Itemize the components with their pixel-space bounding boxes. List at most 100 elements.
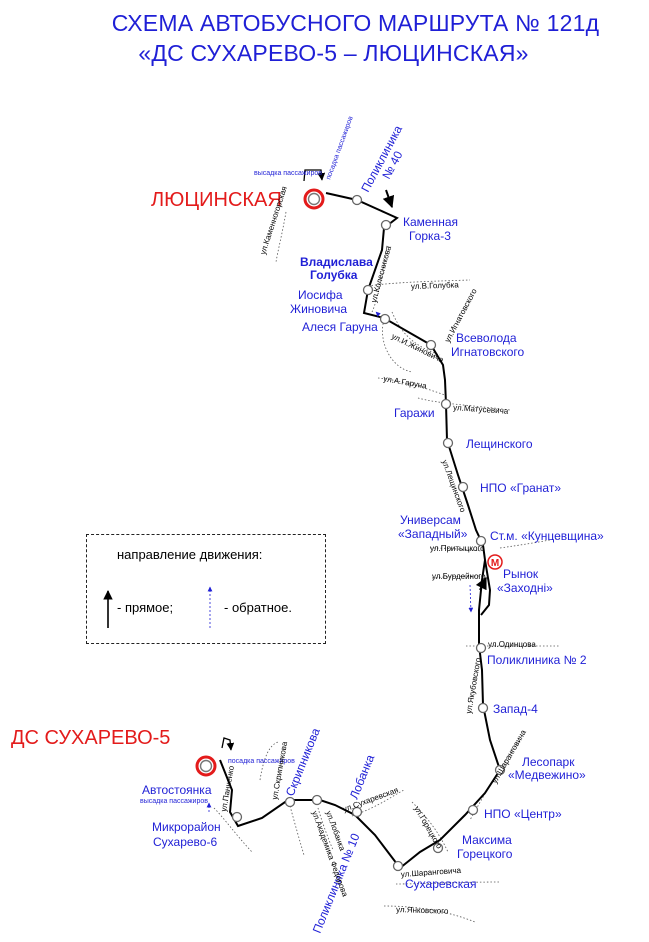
- stop-marker-universam-icon: [475, 535, 487, 547]
- street-line: [317, 807, 334, 851]
- scheme-title: СХЕМА АВТОБУСНОГО МАРШРУТА № 121д: [111, 10, 600, 36]
- south-alight-note: высадка пассажиров: [140, 798, 208, 805]
- route-path: [219, 189, 502, 870]
- street-line: [417, 397, 511, 411]
- stop-label-sukharevskaya: Сухаревская: [405, 877, 476, 891]
- stop-label-universam: Универсам: [400, 513, 461, 527]
- stop-label-ignatovskogo-2: Игнатовского: [451, 345, 524, 359]
- reverse-arrows: [206, 311, 474, 812]
- stop-marker-sukharevskaya-icon: [392, 860, 404, 872]
- street-line: [499, 537, 561, 549]
- street-line: [469, 737, 523, 821]
- stop-marker-zapad4-icon: [477, 702, 489, 714]
- stop-label-npo-centr: НПО «Центр»: [484, 807, 562, 821]
- stop-label-universam-2: «Западный»: [398, 527, 468, 541]
- stop-marker-mikrorayon-icon: [231, 811, 243, 823]
- south-board-note: посадка пассажиров: [228, 758, 295, 765]
- stop-marker-ignatovskogo-icon: [425, 339, 437, 351]
- stop-label-zhinovicha-2: Жиновича: [290, 302, 347, 316]
- street-line: [391, 311, 441, 356]
- stop-marker-skripnikova2-icon: [284, 796, 296, 808]
- legend-forward-label: - прямое;: [117, 600, 174, 615]
- street-line: [213, 807, 253, 853]
- stop-label-maksima: Максима: [462, 833, 512, 847]
- stop-label-lesopark: Лесопарк: [522, 755, 575, 769]
- street-label: ул.Притыцкого: [430, 544, 485, 553]
- stop-marker-garuna-icon: [379, 313, 391, 325]
- stop-label-leshchinskogo: Лещинского: [466, 437, 533, 451]
- turn-arrow: [303, 169, 326, 182]
- street-line: [431, 575, 486, 579]
- street-label: ул.Шаранговича: [401, 866, 462, 879]
- turn-arrow: [221, 737, 235, 751]
- north-alight-note: высадка пассажиров: [254, 170, 322, 177]
- terminus-north-inner-icon: [307, 192, 321, 206]
- stop-label-kamennaya-2: Горка-3: [409, 229, 451, 243]
- stop-marker-golubka-icon: [362, 284, 374, 296]
- stop-marker-lobanka-icon: [351, 806, 363, 818]
- stop-label-garuna: Алеся Гаруна: [302, 320, 378, 334]
- street-line: [367, 279, 471, 287]
- street-line: [289, 805, 305, 856]
- stop-label-avtostoyanka: Автостоянка: [142, 783, 212, 797]
- street-label: ул.В.Голубка: [411, 280, 460, 291]
- street-line: [259, 741, 279, 781]
- stop-label-ignatovskogo: Всеволода: [456, 331, 517, 345]
- street-line: [411, 801, 449, 853]
- scheme-subtitle: «ДС СУХАРЕВО-5 – ЛЮЦИНСКАЯ»: [138, 40, 529, 66]
- street-line: [382, 319, 413, 373]
- street-label: ул.Одинцова: [488, 640, 536, 649]
- stop-label-golubka: Владислава: [300, 255, 373, 269]
- stop-marker-garazhi-icon: [440, 398, 452, 410]
- stop-label-kamennaya: Каменная: [403, 215, 458, 229]
- stop-label-rynok-2: «Заходні»: [497, 581, 553, 595]
- street-label: ул.Бурдейного: [432, 572, 486, 581]
- terminus-south-inner-icon: [199, 759, 213, 773]
- street-line: [395, 881, 501, 885]
- stop-marker-poliklinika40-icon: [351, 194, 363, 206]
- stop-markers: [231, 194, 506, 872]
- street-label: ул.Горецкого: [412, 805, 444, 851]
- terminus-south-label: ДС СУХАРЕВО-5: [11, 727, 170, 749]
- reverse-arrow: [375, 311, 381, 317]
- route-line: [219, 192, 502, 870]
- stop-label-zapad4: Запад-4: [493, 702, 538, 716]
- street-line: [429, 547, 483, 552]
- legend-arrows: [103, 586, 213, 628]
- street-line: [377, 377, 446, 396]
- stop-marker-kamennaya-icon: [380, 219, 392, 231]
- stop-marker-maksima-icon: [432, 842, 444, 854]
- metro-letter: М: [491, 558, 499, 569]
- legend-title: направление движения:: [117, 547, 263, 562]
- stop-label-mikrorayon-2: Сухарево-6: [153, 835, 217, 849]
- reverse-arrow: [468, 584, 474, 613]
- stop-marker-skripnikova-icon: [311, 794, 323, 806]
- stop-marker-poliklinika2-icon: [475, 642, 487, 654]
- stop-label-zhinovicha: Иосифа: [298, 288, 343, 302]
- stop-label-lesopark-2: «Медвежино»: [508, 768, 586, 782]
- stop-label-maksima-2: Горецкого: [457, 847, 513, 861]
- stop-label-granat: НПО «Гранат»: [480, 481, 561, 495]
- forward-arrow-line: [475, 576, 487, 591]
- stop-marker-lesopark-icon: [494, 764, 506, 776]
- street-line: [371, 244, 388, 313]
- stop-marker-granat-icon: [457, 481, 469, 493]
- street-label: ул.А.Гаруна: [383, 374, 428, 391]
- stop-label-garazhi: Гаражи: [394, 406, 435, 420]
- street-line: [351, 789, 405, 817]
- street-label: ул.Янковского: [396, 905, 449, 916]
- street-lines: [213, 211, 561, 923]
- legend-reverse-label: - обратное.: [224, 600, 292, 615]
- stop-marker-leshchinskogo-icon: [442, 437, 454, 449]
- forward-arrow-top: [382, 189, 395, 209]
- street-line: [383, 905, 476, 923]
- metro-icon: [487, 554, 503, 570]
- stop-label-golubka-2: Голубка: [310, 268, 358, 282]
- turn-arrows: [221, 169, 326, 751]
- stop-label-mikrorayon: Микрорайон: [152, 820, 221, 834]
- street-label: ул.Матусевича: [453, 403, 509, 416]
- stop-marker-npo-centr-icon: [467, 804, 479, 816]
- terminus-north-label: ЛЮЦИНСКАЯ: [151, 189, 282, 211]
